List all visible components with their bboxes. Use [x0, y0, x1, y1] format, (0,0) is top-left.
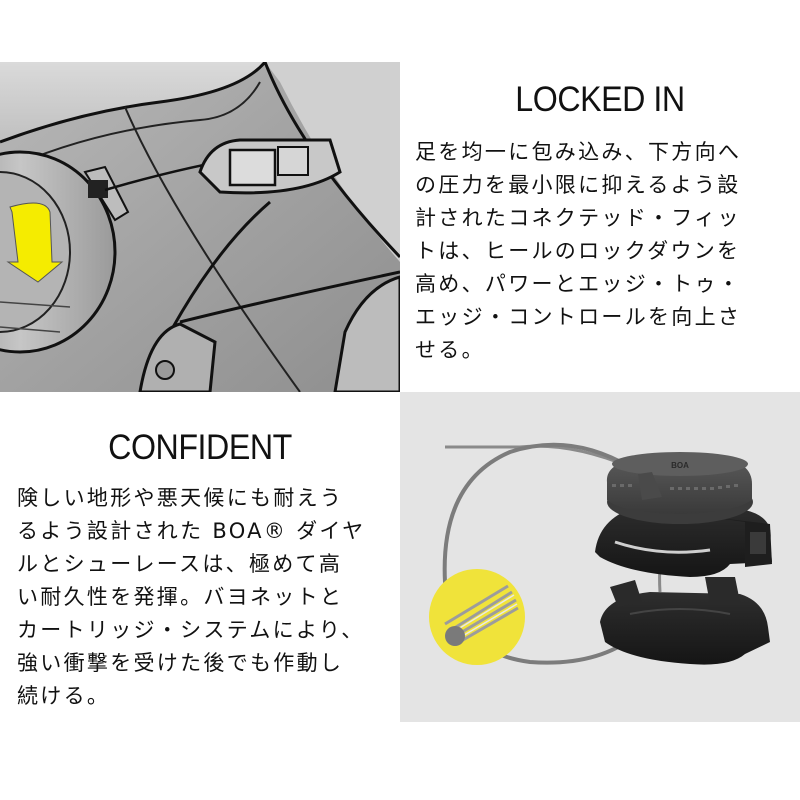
section-body-confident: 険しい地形や悪天候にも耐えう るよう設計された BOA® ダイヤ ルとシューレー… — [17, 482, 365, 713]
body-line: 強い衝撃を受けた後でも作動し — [17, 651, 344, 675]
body-line: カートリッジ・システムにより、 — [17, 618, 365, 642]
boa-dial-product-image: BOA — [400, 392, 800, 722]
body-line: トは、ヒールのロックダウンを — [415, 239, 741, 263]
body-line: 険しい地形や悪天候にも耐えう — [17, 486, 344, 510]
body-line: ルとシューレースは、極めて高 — [17, 552, 343, 576]
body-line: 計されたコネクテッド・フィッ — [415, 206, 741, 230]
rotate-arrow-icon — [6, 202, 64, 283]
body-line: 高め、パワーとエッジ・トゥ・ — [415, 272, 742, 296]
boot-illustration-graphic — [0, 62, 400, 392]
boot-dial-illustration — [0, 62, 400, 392]
body-line: せる。 — [415, 338, 485, 362]
body-line: 続ける。 — [17, 684, 111, 708]
body-line: エッジ・コントロールを向上さ — [415, 305, 742, 329]
body-line: い耐久性を発揮。バヨネットと — [17, 585, 344, 609]
boa-dial-graphic: BOA — [400, 392, 800, 722]
body-line: 足を均一に包み込み、下方向へ — [415, 140, 742, 164]
section-title-locked-in: LOCKED IN — [515, 80, 685, 119]
body-line: るよう設計された BOA® ダイヤ — [17, 519, 366, 543]
body-line: の圧力を最小限に抑えるよう設 — [415, 173, 741, 197]
section-body-locked-in: 足を均一に包み込み、下方向へ の圧力を最小限に抑えるよう設 計されたコネクテッド… — [415, 136, 741, 367]
boa-logo: BOA — [671, 461, 689, 470]
section-title-confident: CONFIDENT — [108, 428, 292, 467]
